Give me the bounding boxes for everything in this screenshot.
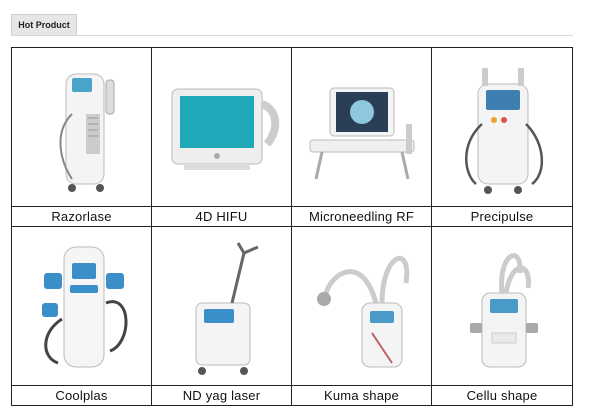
product-card[interactable]: Razorlase: [12, 48, 152, 227]
product-image: [432, 227, 572, 386]
product-card[interactable]: Coolplas: [12, 226, 152, 405]
product-card[interactable]: ND yag laser: [152, 226, 292, 405]
product-card[interactable]: Cellu shape: [432, 227, 572, 406]
cellu-device-icon: [470, 253, 538, 368]
product-name: Cellu shape: [432, 385, 572, 405]
product-name: Kuma shape: [292, 385, 431, 405]
product-image: [292, 48, 431, 206]
product-name: Coolplas: [12, 385, 151, 405]
product-card[interactable]: Microneedling RF: [292, 48, 432, 227]
hifu-device-icon: [171, 88, 279, 171]
product-card[interactable]: Kuma shape: [292, 226, 432, 405]
product-name: ND yag laser: [152, 385, 291, 405]
rf-device-icon: [309, 87, 414, 180]
product-name: Razorlase: [12, 205, 151, 226]
cryo-device-icon: [41, 246, 127, 368]
ipl-device-icon: [465, 68, 544, 195]
product-name: Precipulse: [432, 205, 572, 226]
yag-device-icon: [195, 242, 259, 376]
kuma-device-icon: [316, 256, 409, 368]
product-image: [432, 48, 572, 206]
hot-product-tab[interactable]: Hot Product: [11, 14, 77, 35]
product-image: [292, 227, 431, 386]
product-image: [152, 227, 291, 386]
laser-device-icon: [58, 73, 114, 193]
product-grid: Razorlase 4D HIFU: [11, 47, 573, 406]
product-image: [152, 48, 291, 206]
product-name: Microneedling RF: [292, 205, 431, 226]
product-image: [12, 48, 151, 206]
product-card[interactable]: Precipulse: [432, 48, 572, 227]
product-image: [12, 227, 151, 386]
product-card[interactable]: 4D HIFU: [152, 48, 292, 227]
product-name: 4D HIFU: [152, 205, 291, 226]
tab-divider: [11, 35, 573, 36]
